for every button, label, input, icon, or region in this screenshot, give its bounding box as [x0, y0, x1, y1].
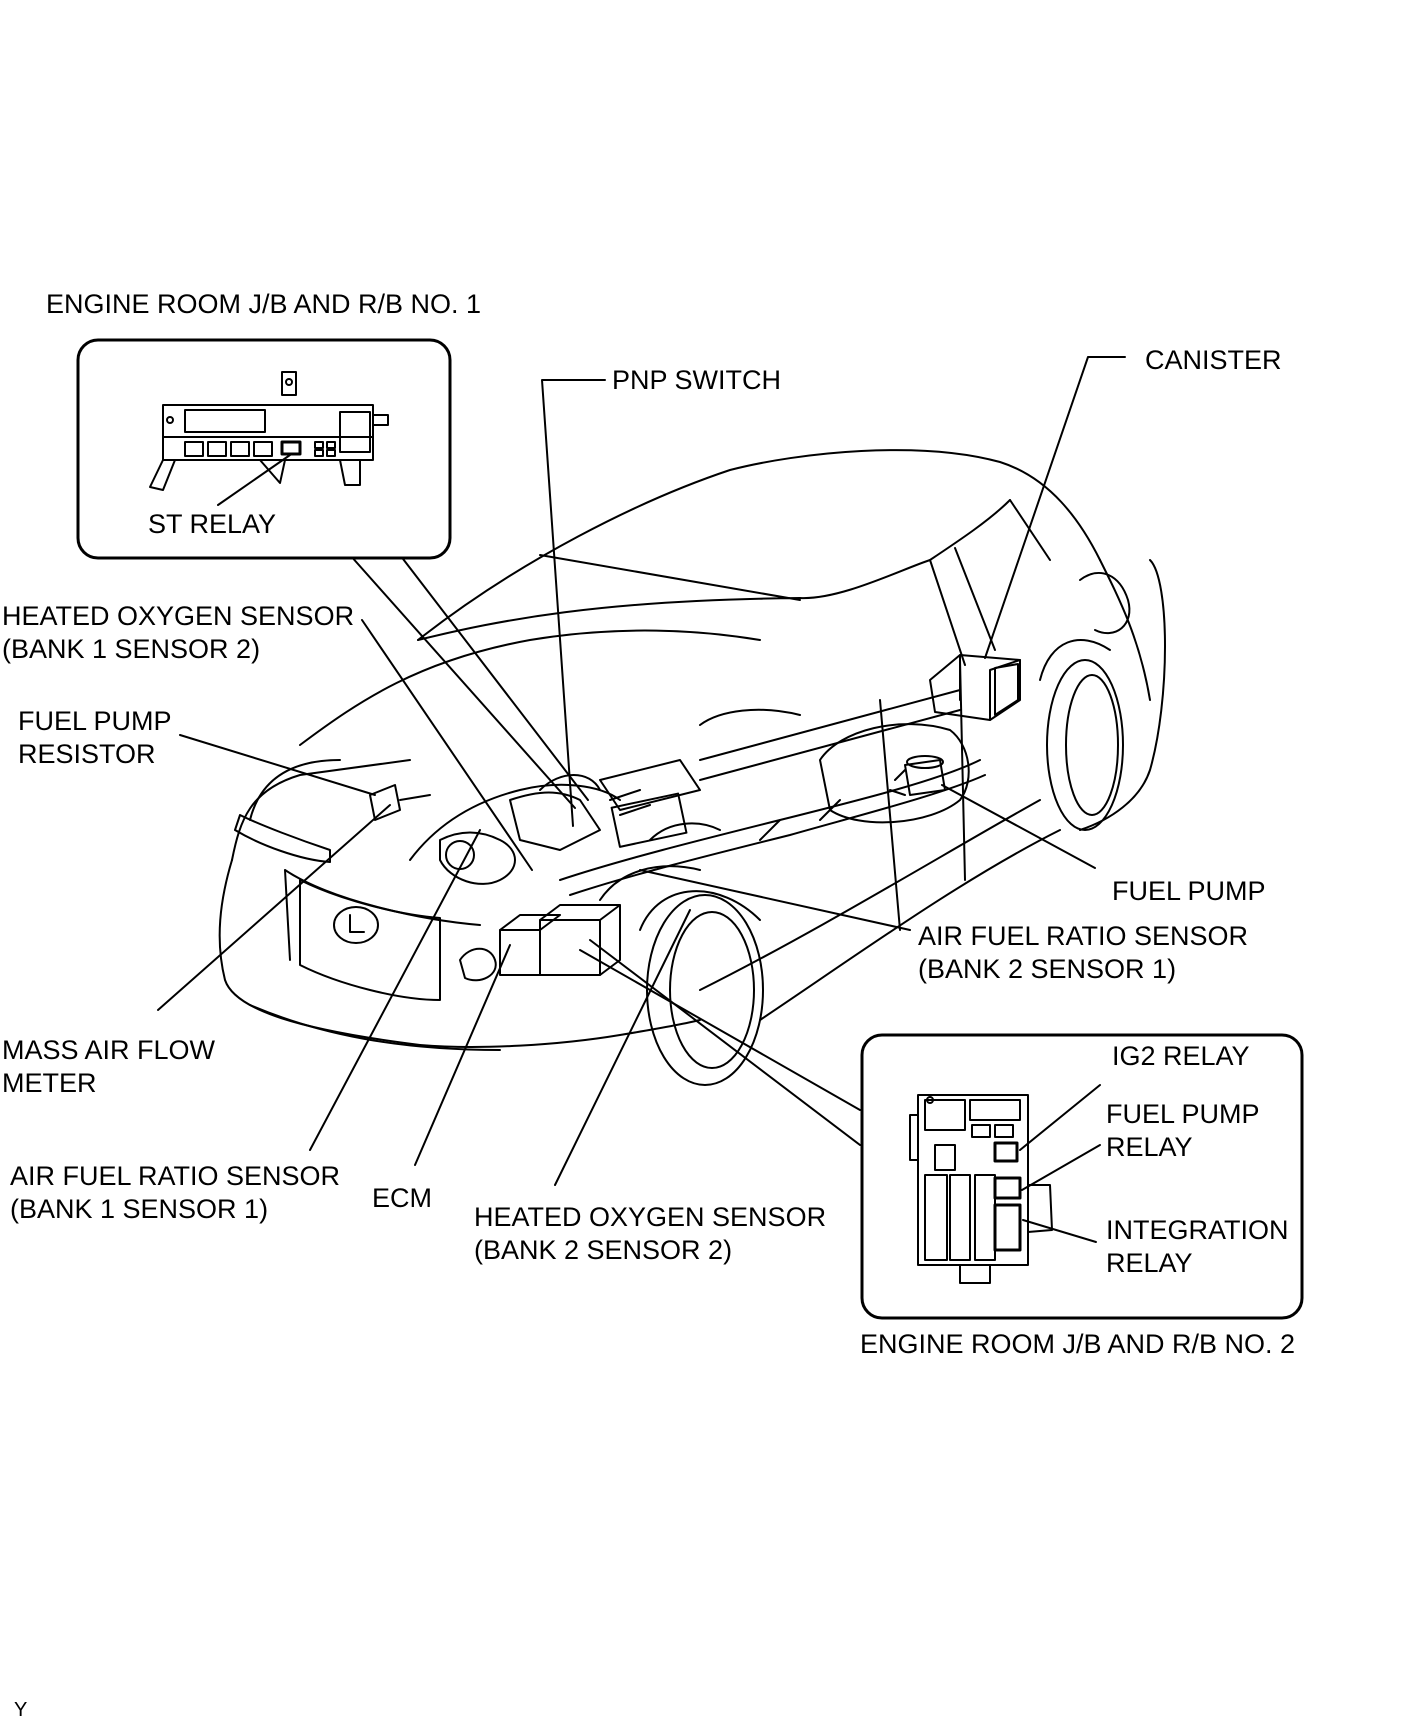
pnp-switch-label: PNP SWITCH: [612, 365, 782, 395]
ho2-bank1-sensor2-label: HEATED OXYGEN SENSOR (BANK 1 SENSOR 2): [2, 601, 355, 664]
fuel-pump-relay-part: [995, 1178, 1020, 1198]
jb2-title: ENGINE ROOM J/B AND R/B NO. 2: [860, 1329, 1296, 1359]
fuel-pump-relay-label: FUEL PUMP RELAY: [1106, 1099, 1260, 1162]
jb1-title: ENGINE ROOM J/B AND R/B NO. 1: [46, 289, 482, 319]
af-bank2-sensor1-label: AIR FUEL RATIO SENSOR (BANK 2 SENSOR 1): [918, 921, 1249, 984]
fuel-pump-label: FUEL PUMP: [1112, 876, 1266, 906]
ig2-relay-label: IG2 RELAY: [1112, 1041, 1250, 1071]
canister-label: CANISTER: [1145, 345, 1282, 375]
front-wheel: [647, 895, 763, 1085]
jb1-inset: [78, 340, 450, 558]
car-emblem: [334, 907, 378, 943]
car-hood: [300, 631, 760, 745]
car-illustration: [220, 450, 1165, 1085]
exhaust-pipe: [560, 760, 980, 880]
af-bank1-sensor1-label: AIR FUEL RATIO SENSOR (BANK 1 SENSOR 1): [10, 1161, 341, 1224]
jb1-inset-frame: [78, 340, 450, 558]
car-windshield: [418, 555, 800, 640]
integration-relay-label: INTEGRATION RELAY: [1106, 1215, 1289, 1278]
car-headlight: [235, 815, 330, 862]
st-relay-label: ST RELAY: [148, 509, 277, 539]
ecm-box: [540, 920, 600, 975]
corner-mark: Y: [14, 1699, 28, 1721]
st-relay-part: [282, 442, 300, 454]
jb1-junction-block: [150, 372, 388, 490]
jb2-junction-block: [910, 1095, 1052, 1283]
leader-lines: [158, 357, 1125, 1185]
fuel-pump-part: [907, 756, 943, 768]
integration-relay-part: [995, 1205, 1020, 1250]
ecm-label: ECM: [372, 1183, 432, 1213]
maf-meter-label: MASS AIR FLOW METER: [2, 1035, 216, 1098]
fuel-tank: [820, 724, 969, 822]
fuel-pump-resistor-label: FUEL PUMP RESISTOR: [18, 706, 172, 769]
jb2-inset-frame: [862, 1035, 1302, 1318]
ho2-bank2-sensor2-label: HEATED OXYGEN SENSOR (BANK 2 SENSOR 2): [474, 1202, 827, 1265]
ig2-relay-part: [995, 1143, 1017, 1161]
jb2-inset: [862, 1035, 1302, 1318]
car-front-fascia: [232, 760, 410, 860]
car-grille: [300, 880, 440, 1000]
rear-wheel: [1047, 660, 1123, 830]
car-roof: [418, 450, 1100, 640]
